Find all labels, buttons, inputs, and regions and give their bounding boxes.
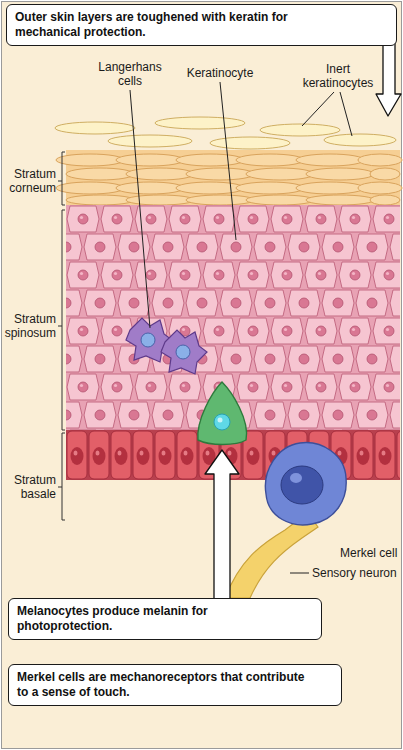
melanocyte (198, 382, 247, 445)
callout-box: Merkel cells are mechanoreceptors that c… (8, 664, 342, 706)
layer-label: Stratum corneum (2, 167, 56, 195)
langerhans-cell (161, 330, 207, 374)
part-label: Sensory neuron (312, 566, 397, 580)
part-label: Langerhans cells (90, 60, 170, 88)
callout-text: Merkel cells are mechanoreceptors that c… (17, 670, 317, 700)
sensory-neuron (225, 519, 318, 598)
callout-text: Outer skin layers are toughened with ker… (15, 10, 305, 40)
layer-bracket (58, 152, 65, 520)
part-label: Merkel cell (340, 546, 397, 560)
leader-line (130, 82, 352, 573)
part-label: Inert keratinocytes (300, 62, 376, 90)
merkel-cell (265, 443, 346, 525)
part-label: Keratinocyte (178, 66, 262, 80)
callout-box: Outer skin layers are toughened with ker… (6, 4, 397, 46)
langerhans-cell (126, 318, 172, 362)
keratin-layers (56, 154, 402, 205)
callout-arrow (205, 450, 239, 600)
layer-label: Stratum basale (2, 473, 56, 501)
layer-label: Stratum spinosum (2, 312, 56, 340)
callout-text: Melanocytes produce melanin for photopro… (17, 604, 257, 634)
callout-box: Melanocytes produce melanin for photopro… (8, 598, 322, 640)
